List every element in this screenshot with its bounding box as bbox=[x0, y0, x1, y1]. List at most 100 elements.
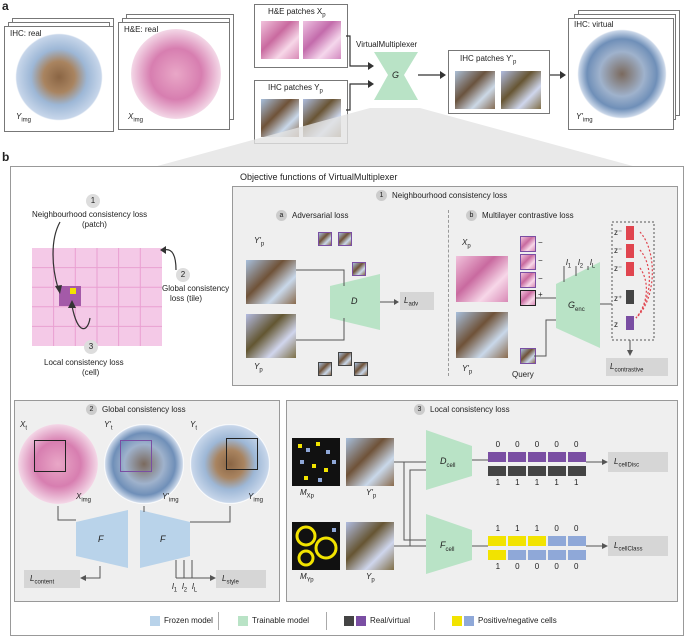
pos-patch bbox=[520, 290, 536, 306]
x-t-label: Xt bbox=[20, 420, 28, 432]
x-p-label: Xp bbox=[462, 238, 471, 250]
disc-real-row bbox=[488, 466, 586, 476]
legend-trainable-swatch bbox=[238, 616, 248, 626]
z-minus-block-1 bbox=[626, 226, 634, 240]
class-negative-cell bbox=[548, 550, 566, 560]
y-prime-b-tile-image bbox=[456, 312, 508, 358]
legend-frozen-swatch bbox=[150, 616, 160, 626]
neg-patch-1 bbox=[520, 236, 536, 252]
he-real-label: H&E: real bbox=[124, 25, 159, 34]
legend-pos-neg-label: Positive/negative cells bbox=[478, 616, 557, 625]
class-top-value: 1 bbox=[515, 524, 520, 533]
neighbourhood-divider bbox=[448, 210, 449, 376]
neg-patch-3 bbox=[520, 272, 536, 288]
disc-bottom-value: 1 bbox=[534, 478, 540, 487]
z-plus: z⁺ bbox=[614, 294, 623, 303]
class-negative-cell bbox=[528, 550, 546, 560]
global-title: Global consistency loss bbox=[102, 405, 186, 414]
adv-real-patch-2 bbox=[338, 352, 352, 366]
tile-num-1: 1 bbox=[86, 194, 100, 208]
class-bottom-value: 0 bbox=[554, 562, 559, 571]
z-minus-block-2 bbox=[626, 244, 634, 258]
d-cell-label: Dcell bbox=[440, 456, 456, 469]
y-t-prime-label: Y't bbox=[104, 420, 113, 432]
l-cellclass-label: LcellClass bbox=[614, 541, 643, 553]
ihc-patch-image-1 bbox=[261, 99, 299, 137]
tile-label-3a: Local consistency loss bbox=[44, 358, 124, 367]
z-plus-block bbox=[626, 290, 634, 304]
class-positive-cell bbox=[508, 536, 526, 546]
m-xp-mask bbox=[292, 438, 340, 486]
class-top-value: 1 bbox=[495, 524, 501, 533]
panel-b-letter: b bbox=[2, 150, 10, 164]
tile-label-1a: Neighbourhood consistency loss bbox=[32, 210, 148, 219]
neighbourhood-box bbox=[232, 186, 678, 386]
y-img-label: Yimg bbox=[16, 112, 32, 124]
legend-real-virtual-label: Real/virtual bbox=[370, 616, 411, 625]
x-img-label: Ximg bbox=[128, 112, 144, 124]
class-top-value: 0 bbox=[573, 524, 579, 533]
ihc-patches-out-box bbox=[448, 50, 550, 114]
class-negative-cell bbox=[508, 550, 526, 560]
local-num: 3 bbox=[414, 404, 425, 415]
tile-num-3: 3 bbox=[84, 340, 98, 354]
m-xp-mask-svg bbox=[298, 442, 336, 482]
legend-divider-3 bbox=[434, 612, 435, 630]
disc-top-value: 0 bbox=[515, 440, 520, 449]
local-y-prime-label: Y'p bbox=[366, 488, 377, 500]
legend-negative-swatch bbox=[464, 616, 474, 626]
legend-frozen-label: Frozen model bbox=[164, 616, 213, 625]
ihc-real-tissue-image bbox=[15, 33, 103, 121]
global-ihc-image bbox=[190, 424, 270, 504]
global-l2: l2 bbox=[182, 582, 188, 594]
global-lL: lL bbox=[192, 582, 198, 594]
z-query: z bbox=[614, 320, 618, 329]
local-y-image bbox=[346, 522, 394, 570]
class-bottom-value: 0 bbox=[573, 562, 579, 571]
adv-virtual-patch-3 bbox=[352, 262, 366, 276]
ihc-patch-image-2 bbox=[303, 99, 341, 137]
z-minus-block-3 bbox=[626, 262, 634, 276]
tile-label-1b: (patch) bbox=[82, 220, 107, 229]
disc-bottom-labels: 1 1 1 1 1 bbox=[488, 478, 586, 488]
disc-top-value: 0 bbox=[573, 440, 579, 449]
ihc-virtual-label: IHC: virtual bbox=[574, 20, 614, 29]
disc-real-cell bbox=[528, 466, 546, 476]
ihc-out-patch-image-2 bbox=[501, 71, 541, 109]
query-label: Query bbox=[512, 370, 534, 379]
adversarial-letter: a bbox=[276, 210, 287, 221]
y-prime-tile-image bbox=[246, 260, 296, 304]
x-p-tile-image bbox=[456, 256, 508, 302]
tile-label-3b: (cell) bbox=[82, 368, 100, 377]
class-positive-cell bbox=[488, 536, 506, 546]
z-minus-3: z⁻ bbox=[614, 264, 623, 273]
global-he-tile-box bbox=[34, 440, 66, 472]
disc-virtual-cell bbox=[528, 452, 546, 462]
class-negative-cell bbox=[568, 536, 586, 546]
tile-label-2b: loss (tile) bbox=[170, 294, 203, 303]
disc-real-cell bbox=[568, 466, 586, 476]
panel-a-letter: a bbox=[2, 0, 9, 13]
l-celldisc-box bbox=[608, 452, 668, 472]
l-style-label: Lstyle bbox=[222, 574, 239, 586]
local-title: Local consistency loss bbox=[430, 405, 510, 414]
tile-label-2a: Global consistency bbox=[162, 284, 230, 293]
ihc-patches-label: IHC patches Yp bbox=[268, 83, 323, 95]
y-t-label: Yt bbox=[190, 420, 198, 432]
disc-real-cell bbox=[488, 466, 506, 476]
legend-trainable-label: Trainable model bbox=[252, 616, 310, 625]
contrastive-letter: b bbox=[466, 210, 477, 221]
ihc-out-patch-image-1 bbox=[455, 71, 495, 109]
disc-virtual-cell bbox=[548, 452, 566, 462]
y-label: Yp bbox=[254, 362, 263, 374]
m-yp-mask bbox=[292, 522, 340, 570]
tile-grid-svg bbox=[32, 248, 162, 346]
l-adv-label: Ladv bbox=[404, 296, 419, 308]
disc-top-value: 0 bbox=[554, 440, 559, 449]
disc-real-cell bbox=[548, 466, 566, 476]
g-enc-label: Genc bbox=[568, 300, 585, 313]
y-prime-label: Y'p bbox=[254, 236, 265, 248]
class-positive-cell bbox=[528, 536, 546, 546]
global-virtual-image bbox=[104, 424, 184, 504]
global-virtual-tile-box bbox=[120, 440, 152, 472]
